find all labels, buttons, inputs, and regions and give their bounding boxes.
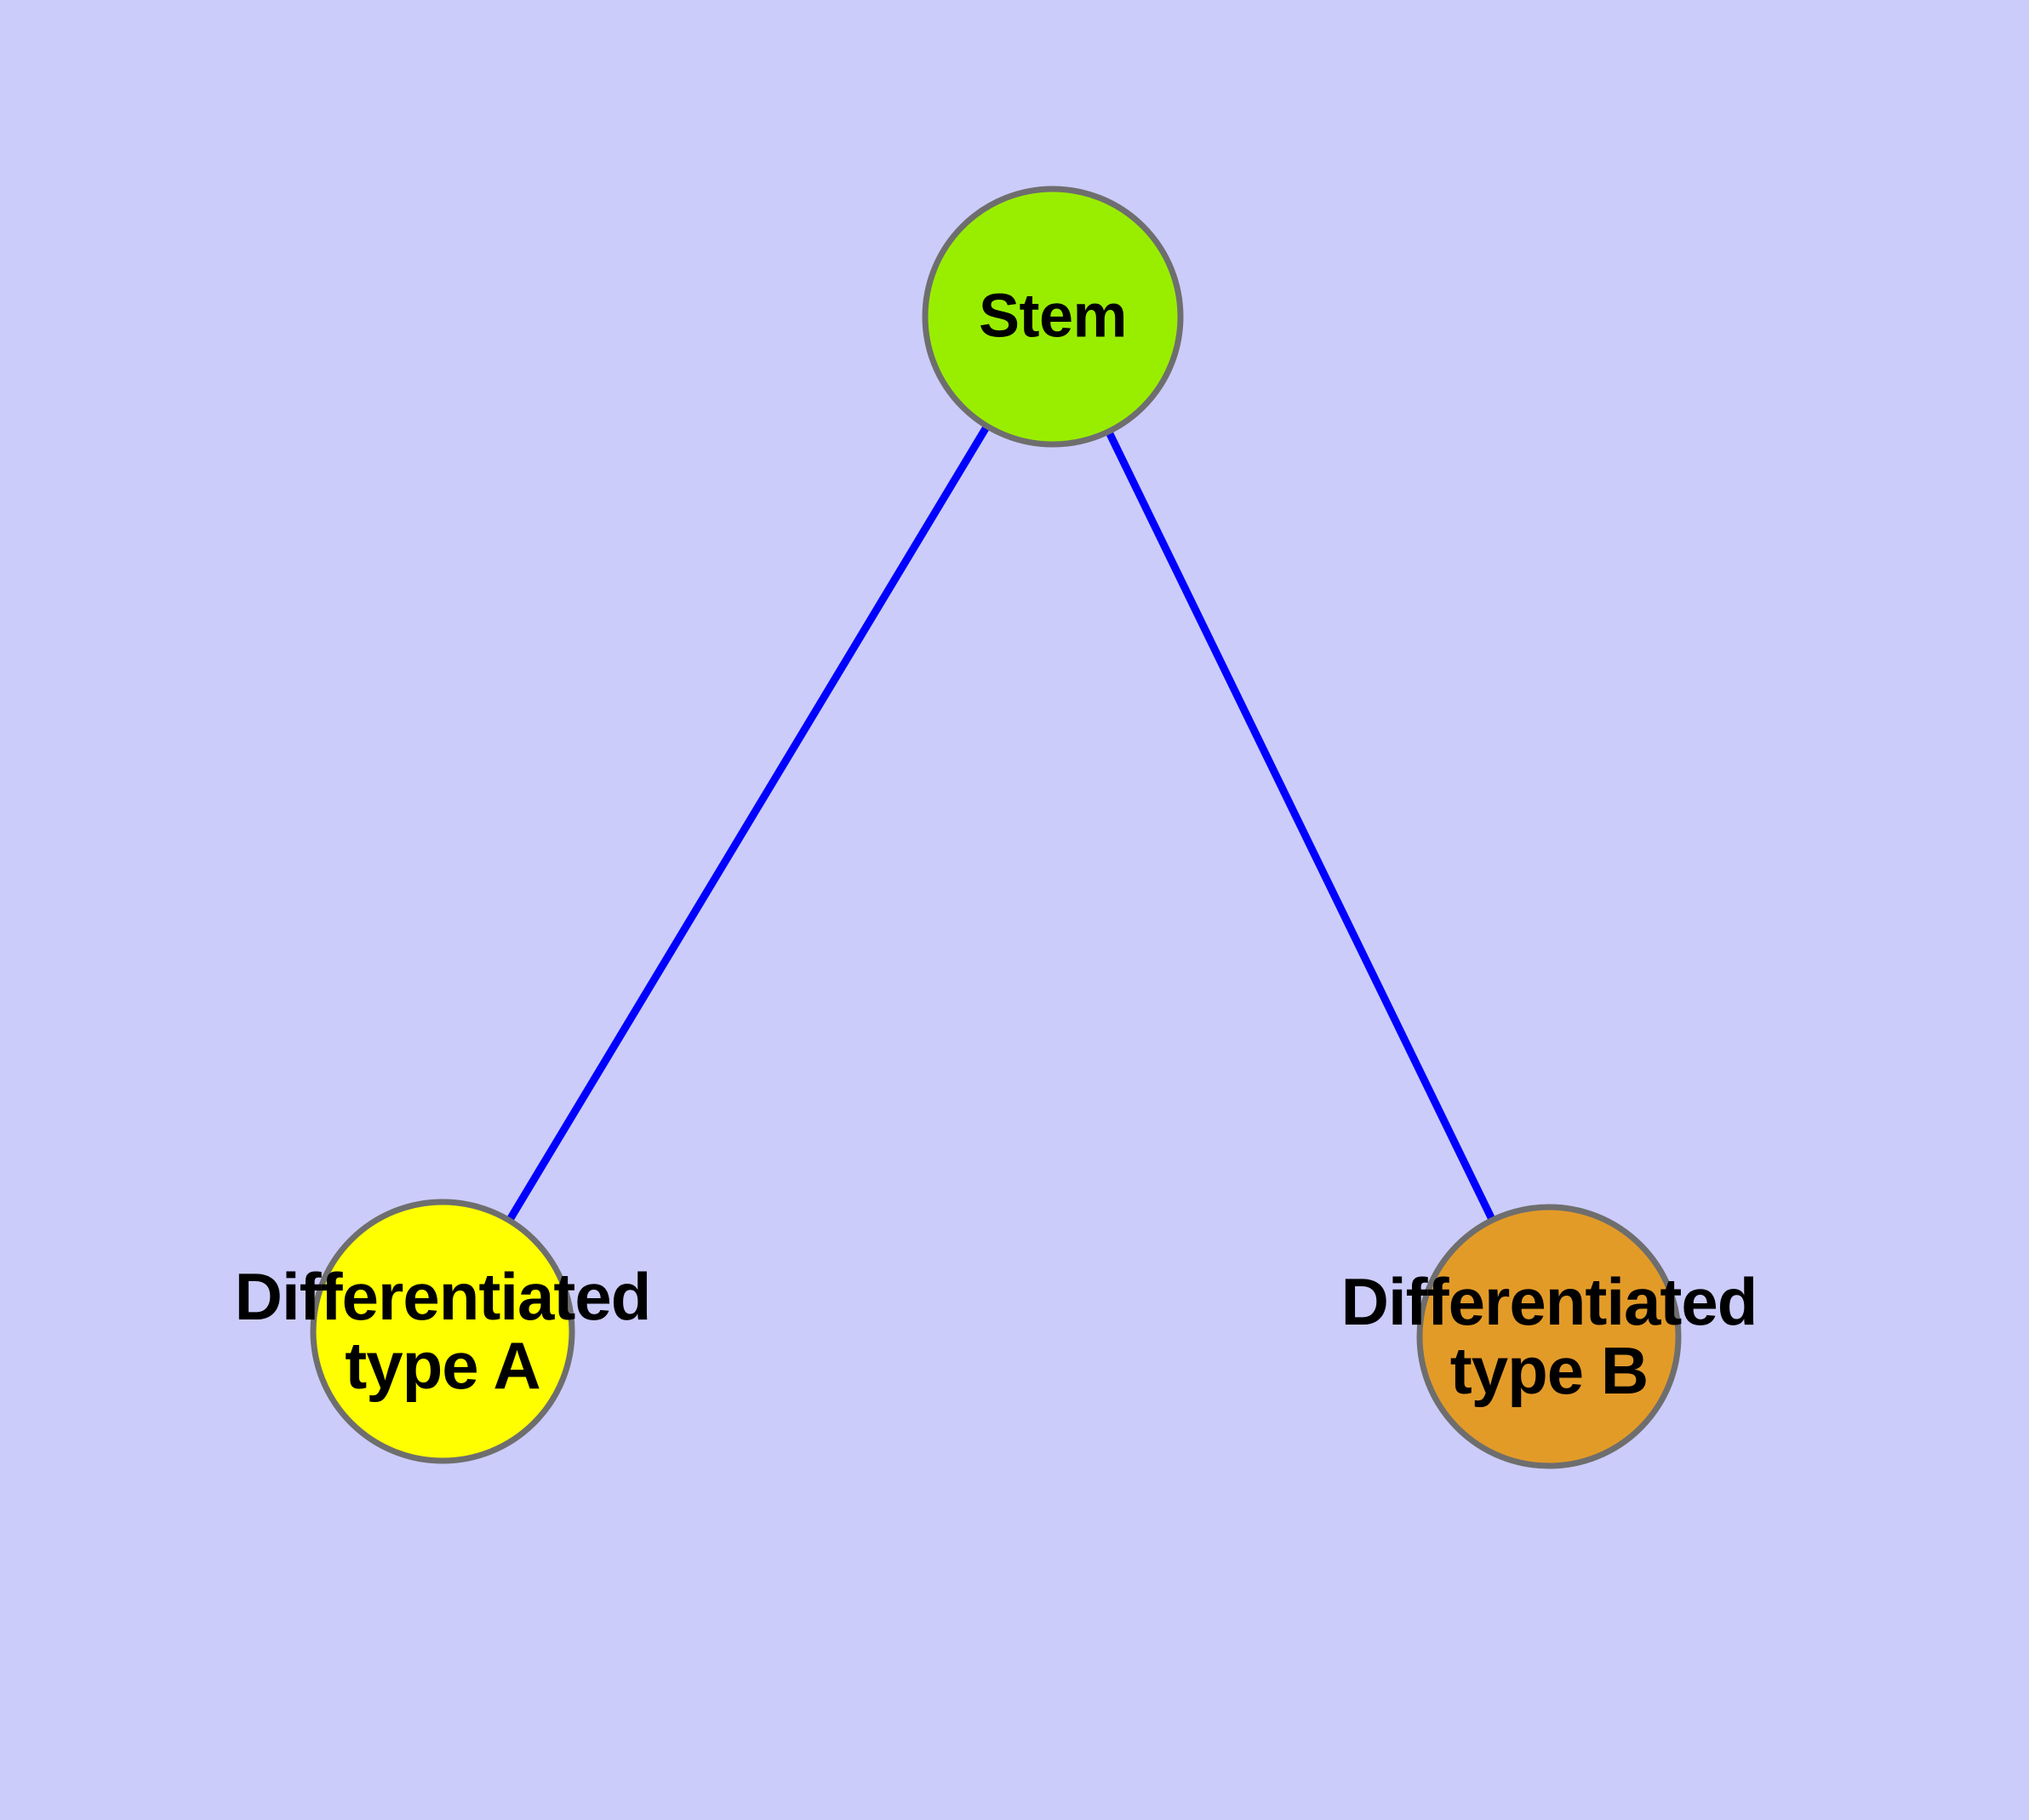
nodes-group	[310, 186, 1682, 1469]
node-diff_a[interactable]	[310, 1199, 575, 1464]
node-diff_b[interactable]	[1416, 1204, 1682, 1469]
edges-group	[506, 425, 1496, 1222]
edge-stem-to-diff_a	[506, 425, 991, 1222]
edge-stem-to-diff_b	[1106, 430, 1496, 1222]
node-stem[interactable]	[922, 186, 1184, 448]
